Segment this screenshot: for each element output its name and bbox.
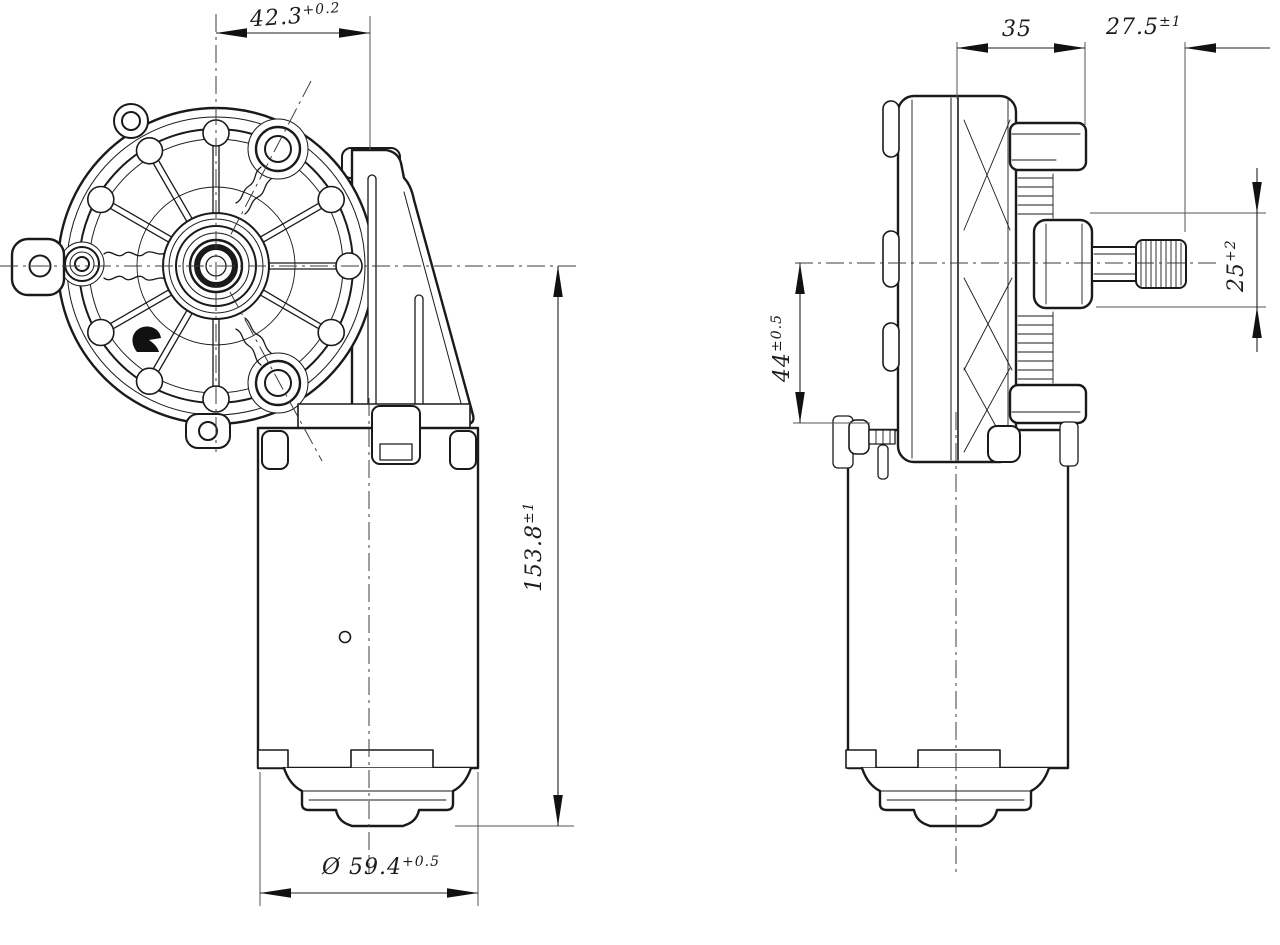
motor-end-cap-front <box>282 766 473 828</box>
dim-44: 44±0.5 <box>769 263 870 424</box>
gearbox-support-bracket <box>341 147 475 426</box>
output-shaft-boss <box>1032 218 1094 310</box>
dim-25: 25+2 <box>1090 168 1266 352</box>
housing-ribs <box>103 166 272 366</box>
dim-42-3: 42.3+0.2 <box>216 0 371 150</box>
gearbox-side-plate <box>896 94 1018 464</box>
dim-59-4-label: Ø 59.4+0.5 <box>321 854 440 880</box>
centerlines <box>0 14 1218 874</box>
bolt-boss-bottom-right <box>247 352 309 414</box>
dim-27-5-label: 27.5±1 <box>1105 14 1182 40</box>
mounting-foot-bottom <box>1008 383 1088 425</box>
dim-27-5: 27.5±1 <box>1105 14 1270 232</box>
front-view <box>10 103 480 828</box>
gearbox-side <box>882 94 1187 464</box>
worm-gear-teeth <box>1017 173 1054 384</box>
motor-clip-front <box>371 405 421 465</box>
mounting-foot-top <box>1008 121 1088 172</box>
bearing-boss-left <box>59 241 105 287</box>
adjustment-screw <box>848 419 896 480</box>
through-bolt-bosses <box>882 100 900 372</box>
dim-44-label: 44±0.5 <box>769 314 795 383</box>
breather-hole <box>338 630 352 644</box>
gear-housing-wheel <box>10 103 376 449</box>
rotation-marker <box>132 326 161 352</box>
spokes <box>103 138 344 394</box>
bolt-boss-top-right <box>247 118 309 180</box>
dim-42-3-label: 42.3+0.2 <box>248 0 342 32</box>
motor-body-side <box>845 428 1070 828</box>
dim-153-8: 153.8±1 <box>455 266 574 827</box>
cover-ribs <box>963 119 1013 453</box>
dim-153-8-label: 153.8±1 <box>521 501 547 592</box>
motor-top-details-side <box>832 415 1079 480</box>
mounting-ear-top-left <box>113 103 149 139</box>
dim-25-label: 25+2 <box>1223 239 1249 293</box>
dim-59-4: Ø 59.4+0.5 <box>259 772 479 906</box>
dim-35: 35 <box>956 17 1086 126</box>
shaft-spline <box>1135 239 1187 289</box>
dim-35-label: 35 <box>1002 17 1032 42</box>
dimensions: 42.3+0.2 35 27.5±1 25+2 <box>216 0 1270 906</box>
side-view <box>832 94 1187 828</box>
mounting-tab-bottom <box>185 413 231 449</box>
motor-body-front <box>256 405 480 828</box>
mounting-ear-left <box>10 237 66 297</box>
output-shaft <box>1091 246 1139 282</box>
connector-cap <box>987 425 1021 463</box>
